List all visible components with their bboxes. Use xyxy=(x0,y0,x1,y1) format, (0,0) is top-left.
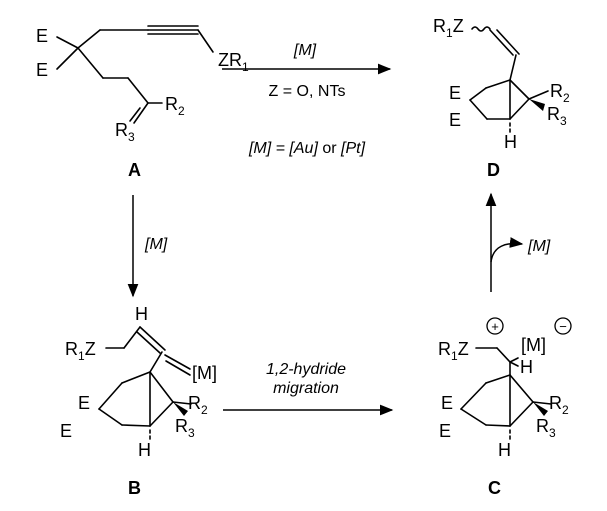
compound-b: H R1Z [M] E E R2 R3 H B xyxy=(60,304,217,498)
compound-c-plus-sign: + xyxy=(491,319,499,334)
compound-b-h-top: H xyxy=(135,304,148,324)
compound-b-metal: [M] xyxy=(192,363,217,383)
arrow-c-to-d-label: [M] xyxy=(527,238,551,255)
compound-c-minus-circle xyxy=(554,317,572,335)
arrow-a-to-d-above: [M] xyxy=(293,42,317,59)
compound-b-wedge xyxy=(173,402,188,416)
compound-a-r2: R2 xyxy=(165,94,185,118)
arrow-c-to-d: [M] xyxy=(485,192,551,292)
compound-a-e-bottom: E xyxy=(36,60,48,80)
compound-c-wedge xyxy=(533,402,548,416)
compound-a-zr1: ZR1 xyxy=(218,50,249,74)
compound-b-h: H xyxy=(138,440,151,460)
compound-d-wedge xyxy=(529,99,545,111)
arrow-a-to-d-below: Z = O, NTs xyxy=(269,83,346,100)
compound-c-plus-circle xyxy=(486,317,504,335)
compound-c-e-bottom: E xyxy=(439,421,451,441)
compound-d-e-top: E xyxy=(449,83,461,103)
compound-d-r3: R3 xyxy=(547,104,567,128)
arrow-a-to-b-label: [M] xyxy=(144,236,168,253)
compound-c-metal: [M] xyxy=(521,335,546,355)
compound-c-r2: R2 xyxy=(549,393,569,417)
compound-a: E E ZR1 R2 R3 A xyxy=(36,25,249,180)
compound-a-label: A xyxy=(128,160,141,180)
arrow-b-to-c: 1,2-hydride migration xyxy=(223,361,394,416)
compound-d-e-bottom: E xyxy=(449,110,461,130)
arrow-b-to-c-line2: migration xyxy=(273,380,339,397)
compound-d-r2: R2 xyxy=(550,81,570,105)
compound-c-r1z: R1Z xyxy=(438,339,469,363)
arrow-b-to-c-line1: 1,2-hydride xyxy=(266,361,346,378)
compound-c-e-top: E xyxy=(441,393,453,413)
compound-b-r1z: R1Z xyxy=(65,339,96,363)
compound-c-h-ch: H xyxy=(520,357,533,377)
arrow-a-to-d: [M] Z = O, NTs xyxy=(222,42,392,100)
compound-d-h: H xyxy=(504,132,517,152)
compound-a-e-top: E xyxy=(36,26,48,46)
compound-c-minus-sign: − xyxy=(559,319,567,334)
arrow-a-to-b: [M] xyxy=(127,195,168,298)
compound-d-r1z: R1Z xyxy=(433,16,464,40)
condition-note: [M] = [Au] or [Pt] xyxy=(248,140,366,157)
compound-b-r2: R2 xyxy=(188,393,208,417)
compound-b-e-top: E xyxy=(78,393,90,413)
compound-d: R1Z E E R2 R3 H D xyxy=(433,16,570,180)
compound-b-r3: R3 xyxy=(175,416,195,440)
compound-c-label: C xyxy=(488,478,501,498)
compound-a-r3: R3 xyxy=(115,120,135,144)
compound-b-e-bottom: E xyxy=(60,421,72,441)
compound-c: + − R1Z [M] H E E R2 R3 H C xyxy=(438,317,572,498)
compound-c-h: H xyxy=(498,440,511,460)
compound-b-label: B xyxy=(128,478,141,498)
compound-c-r3: R3 xyxy=(536,416,556,440)
compound-d-label: D xyxy=(487,160,500,180)
